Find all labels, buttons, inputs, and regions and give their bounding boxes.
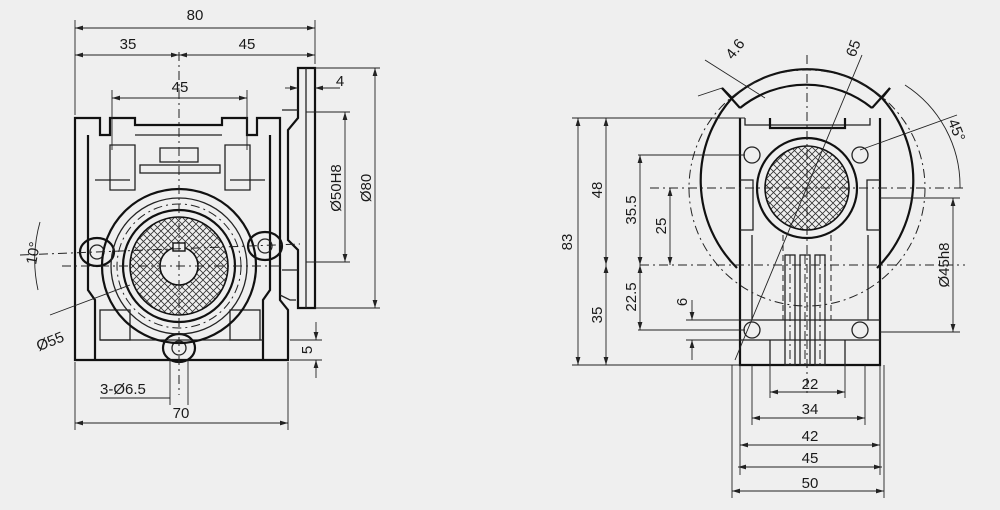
dim-upper-height: 48 (589, 182, 606, 199)
dim-flange-diameter: Ø80 (358, 174, 375, 202)
dim-pilot-diameter: Ø50H8 (328, 164, 345, 212)
dim-center-to-base: 35 (589, 307, 606, 324)
front-centerlines (19, 52, 301, 395)
dim-overall-width: 80 (187, 7, 204, 24)
dim-hole-spacing: 45 (172, 79, 189, 96)
dim-input-to-base: 22.5 (623, 282, 640, 311)
dim-width-42: 42 (802, 428, 819, 445)
dim-slot-width: 4.6 (722, 36, 748, 63)
dim-input-offset: 25 (653, 218, 670, 235)
dim-center-to-right: 45 (239, 36, 256, 53)
dim-left-to-center: 35 (120, 36, 137, 53)
dim-width-22: 22 (802, 376, 819, 393)
dim-slot-angle: 45° (944, 117, 968, 144)
dim-base-width: 70 (173, 405, 190, 422)
front-labels: 80 35 45 45 4 Ø50H8 Ø80 10° Ø55 3-Ø6.5 7… (23, 7, 375, 422)
side-dimensions (572, 59, 961, 498)
dim-width-50: 50 (802, 475, 819, 492)
dim-center-to-top: 35.5 (623, 195, 640, 224)
side-view: 4.6 65 45° 83 48 35.5 25 35 22.5 6 Ø45h8… (559, 36, 968, 498)
dim-base-holes: 3-Ø6.5 (100, 381, 146, 398)
front-flange (282, 66, 317, 310)
dim-bolt-angle: 10° (23, 241, 44, 266)
dim-output-bore: Ø45h8 (936, 242, 953, 287)
dim-width-45: 45 (802, 450, 819, 467)
front-dimensions (34, 20, 380, 430)
dim-flange-thickness: 4 (336, 73, 344, 90)
dim-slot-circle: 65 (843, 38, 865, 59)
dim-base-thickness: 5 (299, 346, 316, 354)
side-labels: 4.6 65 45° 83 48 35.5 25 35 22.5 6 Ø45h8… (559, 36, 968, 492)
front-view: 80 35 45 45 4 Ø50H8 Ø80 10° Ø55 3-Ø6.5 7… (19, 7, 380, 430)
side-output-shaft (784, 254, 826, 366)
dim-width-34: 34 (802, 401, 819, 418)
dim-base-plate: 6 (674, 298, 691, 306)
dim-bolt-circle: Ø55 (34, 329, 67, 355)
dim-total-height: 83 (559, 234, 576, 251)
